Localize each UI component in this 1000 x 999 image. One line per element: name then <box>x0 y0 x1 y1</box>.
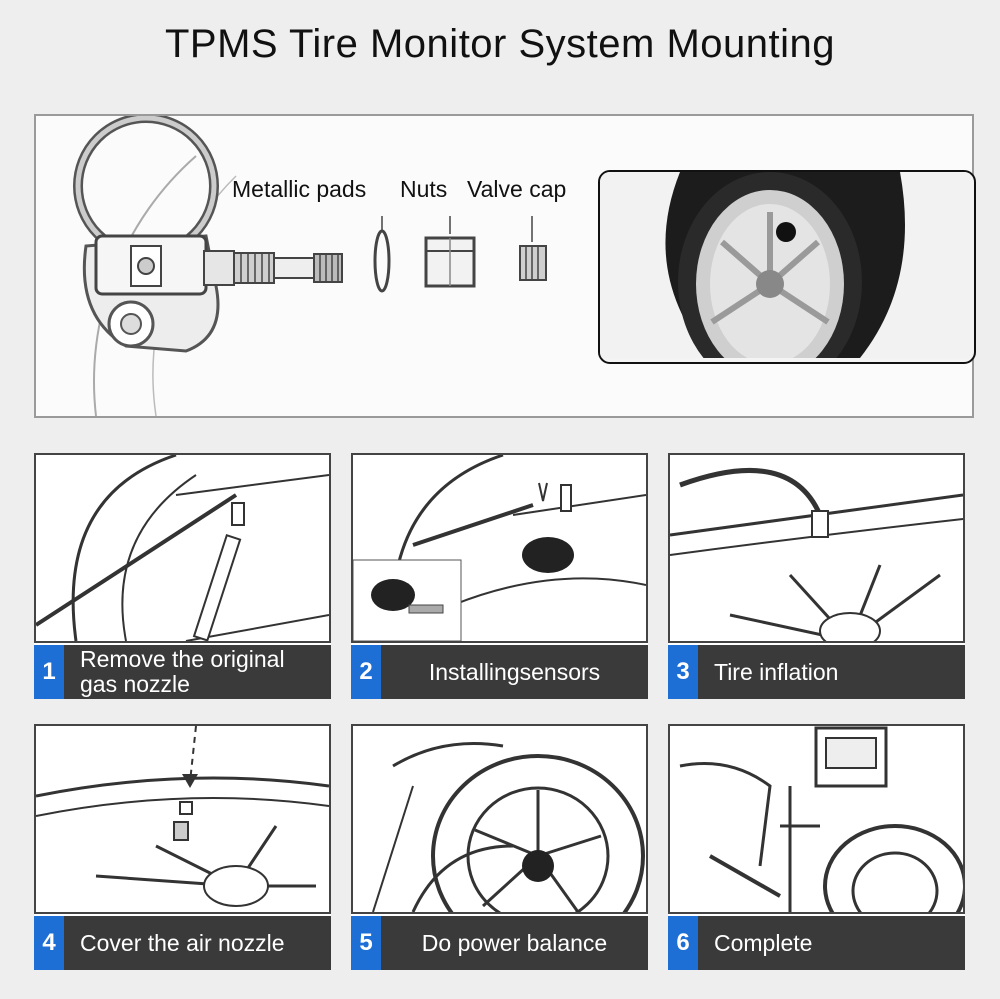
sensor-exploded-illustration <box>73 116 547 416</box>
page-title: TPMS Tire Monitor System Mounting <box>164 22 836 66</box>
step-4-caption-bar: 4 Cover the air nozzle <box>34 916 331 970</box>
part-label-valve-cap: Valve cap <box>467 176 567 202</box>
step-card-3: 3 Tire inflation <box>668 453 965 699</box>
step-3-number: 3 <box>668 645 698 699</box>
step-card-2: 2 Installingsensors <box>351 453 648 699</box>
step-1-number: 1 <box>34 645 64 699</box>
step-5-number: 5 <box>351 916 381 970</box>
step-4-illustration <box>34 724 331 914</box>
step-3-caption: Tire inflation <box>714 658 839 685</box>
step-card-4: 4 Cover the air nozzle <box>34 724 331 970</box>
step-5-caption: Do power balance <box>421 929 608 956</box>
step-6-illustration <box>668 724 965 914</box>
step-card-5: 5 Do power balance <box>351 724 648 970</box>
step-2-caption: Installingsensors <box>428 658 601 685</box>
part-label-metallic-pads: Metallic pads <box>232 176 367 202</box>
step-card-6: 6 Complete <box>668 724 965 970</box>
step-6-caption-bar: 6 Complete <box>668 916 965 970</box>
step-3-caption-bar: 3 Tire inflation <box>668 645 965 699</box>
step-6-number: 6 <box>668 916 698 970</box>
step-card-1: 1 Remove the original gas nozzle <box>34 453 331 699</box>
step-1-caption: Remove the original gas nozzle <box>80 646 285 697</box>
step-4-number: 4 <box>34 916 64 970</box>
step-6-caption: Complete <box>714 929 813 956</box>
step-1-caption-bar: 1 Remove the original gas nozzle <box>34 645 331 699</box>
part-label-nuts: Nuts <box>400 176 448 202</box>
step-5-caption-bar: 5 Do power balance <box>351 916 648 970</box>
step-5-illustration <box>351 724 648 914</box>
step-2-caption-bar: 2 Installingsensors <box>351 645 648 699</box>
tire-photo <box>598 170 976 364</box>
step-1-illustration <box>34 453 331 643</box>
step-2-number: 2 <box>351 645 381 699</box>
step-4-caption: Cover the air nozzle <box>80 929 285 956</box>
step-2-illustration <box>351 453 648 643</box>
step-3-illustration <box>668 453 965 643</box>
